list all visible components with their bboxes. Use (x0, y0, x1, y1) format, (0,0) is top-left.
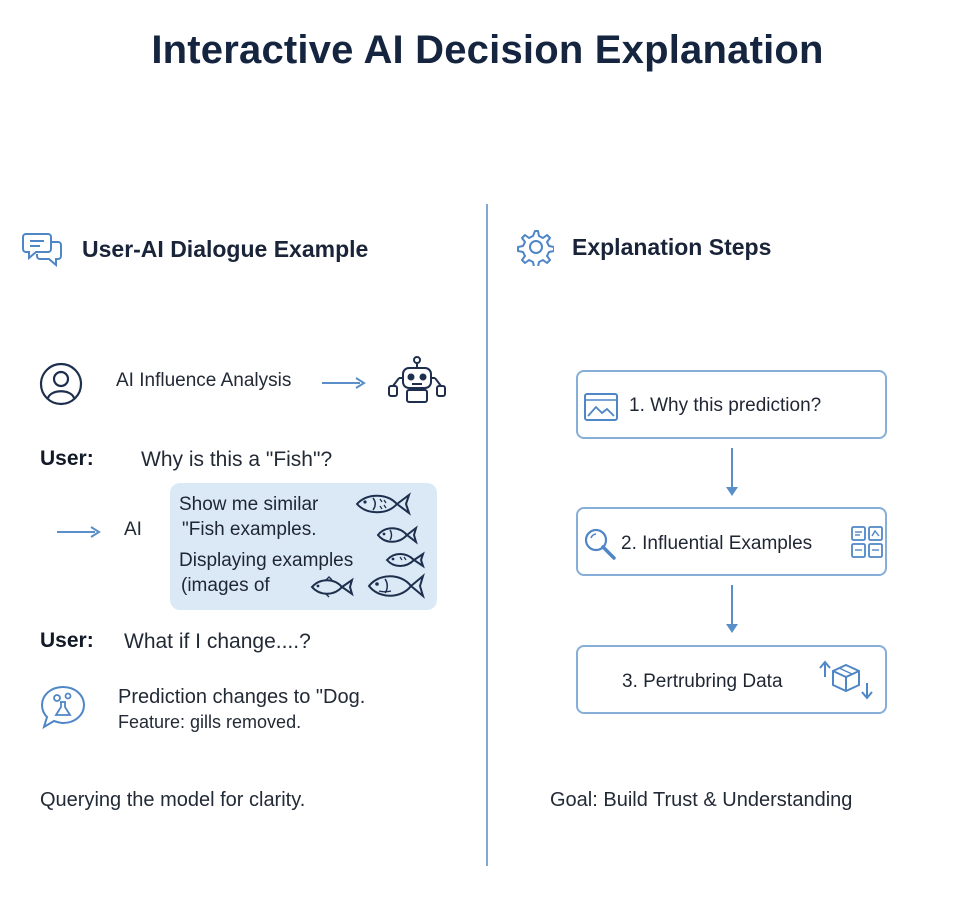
prediction-line-1: Prediction changes to "Dog. (118, 686, 366, 708)
step-2-box: 2. Influential Examples (576, 507, 887, 576)
analysis-label: AI Influence Analysis (116, 370, 292, 391)
chat-bubbles-icon (22, 230, 64, 268)
chat-lab-icon (39, 684, 87, 730)
ai-line-1: Show me similar (179, 494, 319, 515)
step-3-label: 3. Pertrubring Data (622, 671, 783, 692)
arrow-right-icon (322, 377, 366, 389)
cube-arrows-icon (817, 657, 875, 703)
column-divider (486, 204, 488, 866)
user-q2-prefix: User: (40, 629, 94, 652)
ai-response-box: Show me similar "Fish examples. Displayi… (170, 483, 437, 610)
right-section-heading: Explanation Steps (516, 228, 771, 266)
fish-icon (365, 570, 427, 602)
left-footer: Querying the model for clarity. (40, 789, 306, 811)
image-icon (583, 392, 619, 422)
robot-icon (388, 356, 446, 406)
gear-icon (516, 228, 554, 266)
grid-icon (850, 525, 884, 559)
arrow-down-icon (726, 585, 738, 633)
left-heading-label: User-AI Dialogue Example (82, 235, 369, 262)
right-heading-label: Explanation Steps (572, 233, 772, 260)
ai-line-4: (images of (181, 575, 270, 596)
user-q2-text: What if I change....? (124, 630, 311, 653)
user-q1-text: Why is this a "Fish"? (141, 448, 333, 471)
ai-arrow-icon (57, 526, 101, 538)
magnifier-icon (582, 526, 618, 562)
fish-icon (384, 550, 426, 570)
step-1-box: 1. Why this prediction? (576, 370, 887, 439)
right-footer: Goal: Build Trust & Understanding (550, 789, 853, 811)
step-2-label: 2. Influential Examples (621, 533, 813, 554)
left-section-heading: User-AI Dialogue Example (22, 230, 368, 268)
user-avatar-icon (39, 362, 83, 406)
page-title: Interactive AI Decision Explanation (151, 28, 824, 72)
step-3-box: 3. Pertrubring Data (576, 645, 887, 714)
step-1-label: 1. Why this prediction? (629, 395, 822, 416)
arrow-down-icon (726, 448, 738, 496)
user-q1-prefix: User: (40, 447, 94, 470)
prediction-line-2: Feature: gills removed. (118, 712, 302, 732)
fish-icon (353, 491, 413, 517)
fish-icon (309, 575, 355, 599)
ai-line-2: "Fish examples. (182, 519, 317, 540)
ai-line-3: Displaying examples (179, 550, 354, 571)
ai-label: AI (124, 519, 142, 540)
fish-icon (375, 524, 419, 546)
